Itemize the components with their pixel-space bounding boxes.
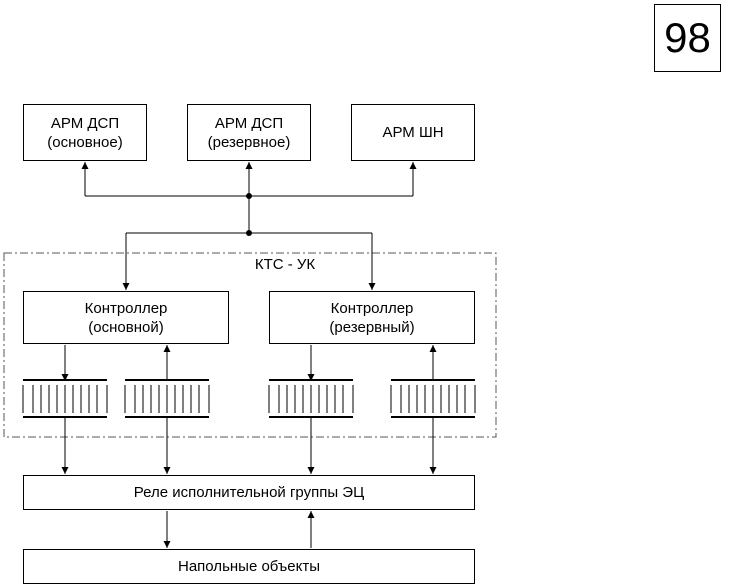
controller-main-box: Контроллер (основной) (23, 291, 229, 344)
arm-dsp-main-box: АРМ ДСП (основное) (23, 104, 147, 161)
controller-reserve-subtitle: (резервный) (329, 318, 415, 336)
controller-main-title: Контроллер (84, 299, 168, 317)
io-module-3 (268, 379, 354, 418)
arm-dsp-reserve-subtitle: (резервное) (207, 133, 291, 151)
arm-dsp-main-title: АРМ ДСП (50, 114, 120, 132)
controller-reserve-title: Контроллер (330, 299, 414, 317)
arm-shn-box: АРМ ШН (351, 104, 475, 161)
kts-uk-boundary (3, 252, 497, 438)
relay-group-label: Реле исполнительной группы ЭЦ (133, 484, 365, 501)
arm-dsp-main-subtitle: (основное) (47, 133, 123, 151)
arm-dsp-reserve-title: АРМ ДСП (214, 114, 284, 132)
io-module-4 (390, 379, 476, 418)
io-module-1 (22, 379, 108, 418)
kts-uk-label: КТС - УК (240, 256, 330, 273)
controller-reserve-box: Контроллер (резервный) (269, 291, 475, 344)
relay-group-box: Реле исполнительной группы ЭЦ (23, 475, 475, 510)
arm-dsp-reserve-box: АРМ ДСП (резервное) (187, 104, 311, 161)
floor-objects-label: Напольные объекты (178, 558, 320, 575)
io-module-2 (124, 379, 210, 418)
controller-main-subtitle: (основной) (88, 318, 164, 336)
floor-objects-box: Напольные объекты (23, 549, 475, 584)
arm-shn-title: АРМ ШН (382, 124, 444, 141)
page-number: 98 (654, 4, 721, 72)
